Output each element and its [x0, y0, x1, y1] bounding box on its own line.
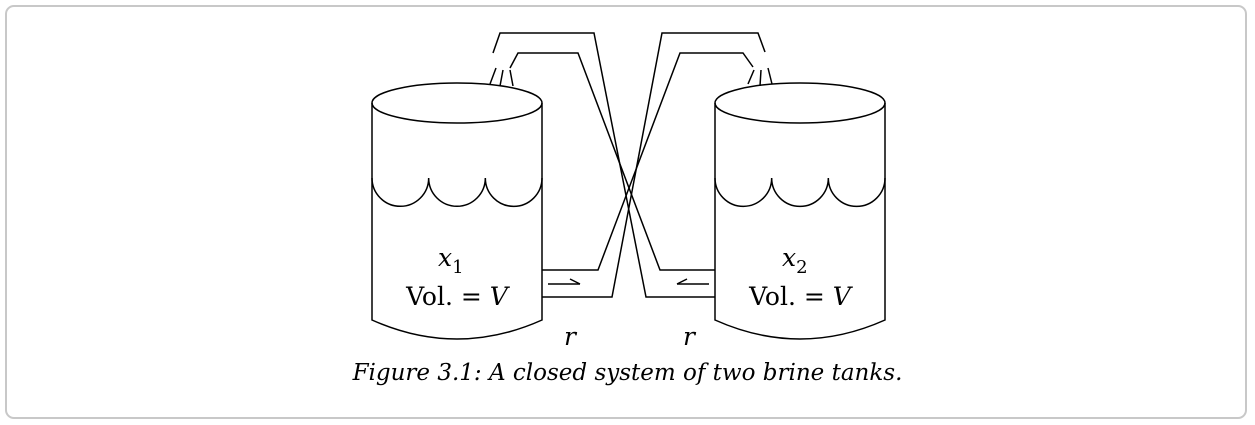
svg-text:Vol. = V: Vol. = V — [748, 282, 854, 311]
left-tank — [371, 82, 543, 340]
right-tank-volume-label: Vol. = — [748, 282, 833, 311]
svg-text:x2: x2 — [782, 243, 808, 278]
flow-rate-label-right: r — [683, 322, 697, 351]
arrow-right-icon — [548, 278, 581, 285]
left-inlet-spray — [489, 67, 514, 87]
figure-caption: Figure 3.1: A closed system of two brine… — [352, 360, 903, 386]
right-tank-variable: x — [782, 243, 796, 272]
right-tank-water-surface — [714, 177, 886, 208]
left-tank-volume-value: V — [490, 282, 511, 311]
svg-text:Vol. = V: Vol. = V — [405, 282, 511, 311]
left-tank-body — [371, 103, 543, 340]
arrow-left-icon — [676, 278, 709, 285]
left-tank-subscript: 1 — [452, 257, 463, 278]
left-tank-volume-label: Vol. = — [405, 282, 490, 311]
pipe-right-to-left — [492, 32, 715, 298]
right-tank-volume-value: V — [833, 282, 854, 311]
flow-rate-label-left: r — [564, 322, 578, 351]
right-tank-subscript: 2 — [796, 257, 807, 278]
left-tank-top-rim — [371, 82, 543, 124]
left-tank-variable: x — [438, 243, 452, 272]
figure-frame — [5, 5, 1247, 419]
right-tank-top-rim — [714, 82, 886, 124]
left-tank-water-surface — [371, 177, 543, 208]
right-tank-body — [714, 103, 886, 340]
right-tank — [714, 82, 886, 340]
svg-text:x1: x1 — [438, 243, 464, 278]
right-inlet-spray — [747, 67, 773, 87]
pipe-left-to-right — [542, 32, 766, 298]
